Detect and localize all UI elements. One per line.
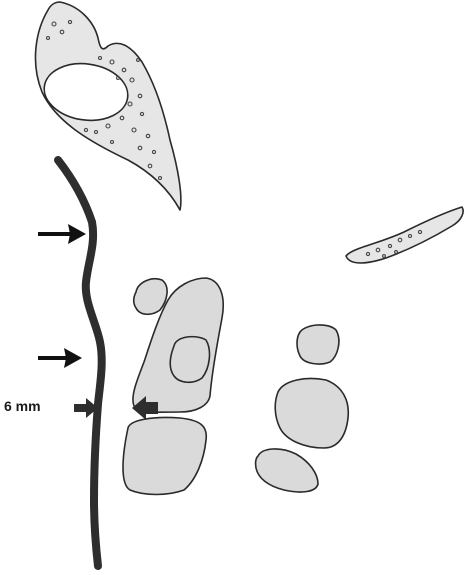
arrow-lower bbox=[38, 348, 82, 368]
measurement-arrows bbox=[74, 396, 158, 420]
posterior-element-2 bbox=[275, 379, 348, 449]
measurement-label: 6 mm bbox=[4, 398, 41, 414]
arrow-upper bbox=[38, 224, 86, 244]
soft-tissue-wall bbox=[58, 160, 102, 566]
palate-outline bbox=[346, 207, 463, 263]
posterior-element-1 bbox=[297, 325, 339, 364]
posterior-element-3 bbox=[256, 449, 318, 492]
vertebra-group-right bbox=[256, 325, 349, 492]
c2-body bbox=[123, 417, 206, 494]
hard-palate-structure bbox=[346, 207, 463, 263]
vertebra-group-left bbox=[123, 278, 223, 495]
anterior-arch bbox=[134, 279, 167, 315]
skull-base-structure bbox=[35, 2, 180, 210]
